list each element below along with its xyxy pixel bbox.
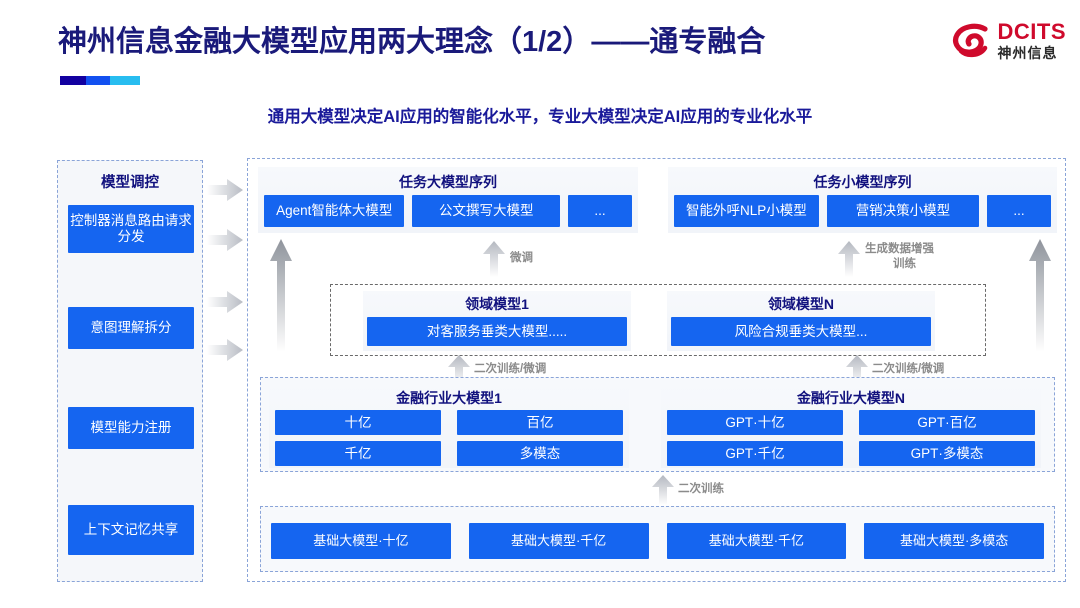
arrow-label-data-augment-line2: 训练 — [893, 258, 916, 270]
industry-n-item-gpt-shiyi[interactable]: GPT·十亿 — [667, 410, 843, 435]
flow-arrow-right-4 — [207, 338, 243, 362]
base-model-qianyi-1[interactable]: 基础大模型·千亿 — [468, 523, 649, 559]
industry-n-item-gpt-qianyi[interactable]: GPT·千亿 — [667, 441, 843, 466]
industry-1-item-shiyi[interactable]: 十亿 — [275, 410, 441, 435]
control-item-router[interactable]: 控制器消息路由请求分发 — [68, 205, 194, 253]
industry-n-item-gpt-multimodal[interactable]: GPT·多模态 — [859, 441, 1035, 466]
task-item-outbound-nlp[interactable]: 智能外呼NLP小模型 — [674, 195, 819, 227]
page-subtitle: 通用大模型决定AI应用的智能化水平，专业大模型决定AI应用的专业化水平 — [267, 108, 813, 126]
industry-models-container: 金融行业大模型1 十亿 百亿 千亿 多模态 金融行业大模型N GPT·十亿 GP… — [260, 377, 1055, 472]
arrow-label-data-augment-line1: 生成数据增强 — [865, 243, 934, 255]
industry-n-item-gpt-baiyi[interactable]: GPT·百亿 — [859, 410, 1035, 435]
flow-arrow-up-retrain-left — [448, 355, 470, 385]
arrow-label-retrain-base: 二次训练 — [678, 483, 724, 495]
flow-arrow-right-3 — [207, 290, 243, 314]
control-item-intent[interactable]: 意图理解拆分 — [68, 307, 194, 349]
arrow-label-finetune: 微调 — [510, 252, 533, 264]
industry-1-item-qianyi[interactable]: 千亿 — [275, 441, 441, 466]
domain-model-1-title: 领域模型1 — [465, 296, 529, 312]
industry-1-item-baiyi[interactable]: 百亿 — [457, 410, 623, 435]
accent-segment-cyan — [110, 76, 140, 85]
base-models-container: 基础大模型·十亿 基础大模型·千亿 基础大模型·千亿 基础大模型·多模态 — [260, 506, 1055, 572]
industry-model-n-items: GPT·十亿 GPT·百亿 GPT·千亿 GPT·多模态 — [667, 410, 1035, 466]
flow-arrow-right-1 — [207, 178, 243, 202]
industry-model-n-title: 金融行业大模型N — [796, 390, 906, 406]
title-accent-bar — [60, 76, 140, 85]
flow-arrow-up-finetune — [483, 241, 505, 277]
task-large-model-items: Agent智能体大模型 公文撰写大模型 ... — [264, 195, 632, 227]
domain-model-1: 领域模型1 对客服务垂类大模型..... — [363, 291, 631, 351]
task-large-model-sequence: 任务大模型序列 Agent智能体大模型 公文撰写大模型 ... — [258, 167, 638, 233]
logo-cn-text: 神州信息 — [997, 44, 1058, 61]
task-large-model-sequence-title: 任务大模型序列 — [399, 174, 497, 190]
accent-segment-blue — [86, 76, 111, 85]
arrow-label-retrain-finetune-left: 二次训练/微调 — [474, 363, 547, 375]
domain-model-1-item[interactable]: 对客服务垂类大模型..... — [367, 317, 627, 346]
base-model-multimodal[interactable]: 基础大模型·多模态 — [864, 523, 1044, 559]
task-small-model-items: 智能外呼NLP小模型 营销决策小模型 ... — [674, 195, 1051, 227]
industry-model-1-items: 十亿 百亿 千亿 多模态 — [275, 410, 623, 466]
dcits-swirl-icon — [952, 20, 992, 60]
task-small-model-sequence: 任务小模型序列 智能外呼NLP小模型 营销决策小模型 ... — [668, 167, 1057, 233]
model-control-title: 模型调控 — [101, 175, 159, 191]
task-item-agent[interactable]: Agent智能体大模型 — [264, 195, 405, 227]
flow-arrow-right-2 — [207, 228, 243, 252]
industry-model-1-title: 金融行业大模型1 — [396, 390, 502, 406]
control-item-context[interactable]: 上下文记忆共享 — [68, 505, 194, 555]
control-item-registry[interactable]: 模型能力注册 — [68, 407, 194, 449]
domain-model-n-item[interactable]: 风险合规垂类大模型... — [671, 317, 931, 346]
task-small-model-sequence-title: 任务小模型序列 — [813, 174, 912, 190]
base-model-qianyi-2[interactable]: 基础大模型·千亿 — [666, 523, 847, 559]
industry-model-n: 金融行业大模型N GPT·十亿 GPT·百亿 GPT·千亿 GPT·多模态 — [661, 384, 1041, 468]
industry-model-1: 金融行业大模型1 十亿 百亿 千亿 多模态 — [269, 384, 629, 468]
base-model-shiyi[interactable]: 基础大模型·十亿 — [271, 523, 451, 559]
flow-arrow-up-data-augment — [838, 241, 860, 277]
model-control-panel: 模型调控 控制器消息路由请求分发 意图理解拆分 模型能力注册 上下文记忆共享 — [57, 160, 203, 582]
task-item-more[interactable]: ... — [568, 195, 632, 227]
logo-en-text: DCITS — [997, 18, 1066, 44]
flow-arrow-up-retrain-right — [846, 355, 868, 385]
company-logo: DCITS 神州信息 — [952, 20, 1067, 60]
domain-model-n: 领域模型N 风险合规垂类大模型... — [667, 291, 935, 351]
base-models-row: 基础大模型·十亿 基础大模型·千亿 基础大模型·千亿 基础大模型·多模态 — [271, 523, 1044, 559]
task-item-more-small[interactable]: ... — [987, 195, 1051, 227]
page-title: 神州信息金融大模型应用两大理念（1/2）——通专融合 — [58, 26, 766, 58]
flow-arrow-up-tall-right — [1029, 239, 1051, 352]
task-item-marketing-decision[interactable]: 营销决策小模型 — [826, 195, 979, 227]
accent-segment-navy — [60, 76, 87, 85]
flow-arrow-up-retrain-base — [652, 475, 674, 505]
domain-model-n-title: 领域模型N — [767, 296, 835, 312]
flow-arrow-up-tall-left — [270, 239, 292, 352]
task-item-doc-writing[interactable]: 公文撰写大模型 — [412, 195, 560, 227]
industry-1-item-multimodal[interactable]: 多模态 — [457, 441, 623, 466]
arrow-label-retrain-finetune-right: 二次训练/微调 — [872, 363, 945, 375]
domain-models-container: 领域模型1 对客服务垂类大模型..... 领域模型N 风险合规垂类大模型... — [330, 284, 986, 356]
model-stack-container: 任务大模型序列 Agent智能体大模型 公文撰写大模型 ... 任务小模型序列 … — [247, 158, 1066, 582]
